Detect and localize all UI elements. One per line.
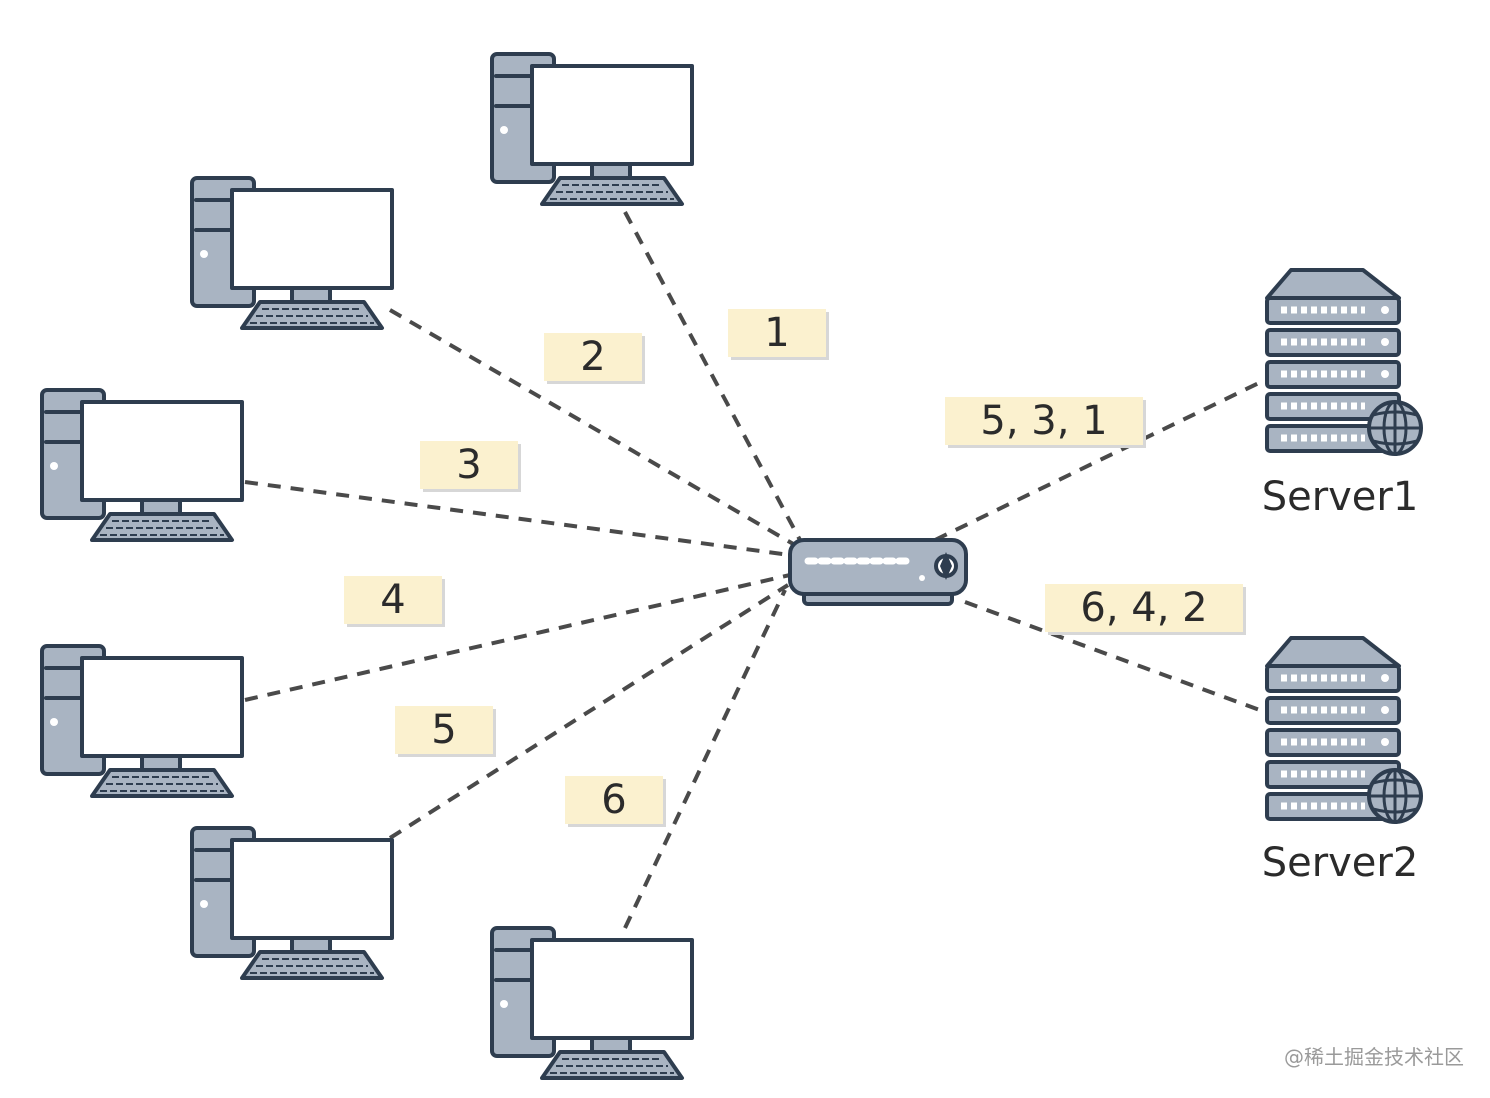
computer-left-icon: [40, 388, 244, 542]
link-line-server2: [964, 600, 1266, 714]
link-line-1: [623, 211, 802, 541]
watermark: @稀土掘金技术社区: [1284, 1045, 1464, 1069]
load-balancer-icon: [788, 538, 968, 606]
link-line-3: [244, 480, 791, 557]
request-tag-6: 6: [565, 776, 666, 827]
svg-text:4: 4: [380, 577, 405, 623]
svg-text:6: 6: [601, 777, 626, 823]
connectors: [244, 211, 1266, 929]
client-computers: [40, 52, 694, 1080]
server1-label: Server1: [1262, 474, 1419, 520]
svg-text:2: 2: [580, 334, 605, 380]
computer-upper-left-icon: [190, 176, 394, 330]
link-line-5: [388, 583, 790, 840]
link-line-4: [244, 573, 791, 702]
request-tag-4: 4: [344, 576, 445, 627]
svg-text:5, 3, 1: 5, 3, 1: [980, 398, 1107, 444]
svg-text:1: 1: [764, 310, 789, 356]
request-tag-3: 3: [420, 441, 521, 492]
link-line-2: [388, 308, 797, 547]
computer-bottom-icon: [490, 926, 694, 1080]
svg-text:3: 3: [456, 442, 481, 488]
request-tag-5: 5: [395, 706, 496, 757]
server1-queue-tag: 5, 3, 1: [945, 397, 1146, 448]
request-tag-2: 2: [544, 333, 645, 384]
link-line-6: [623, 589, 787, 929]
server2-icon: [1267, 638, 1421, 822]
request-tag-1: 1: [728, 309, 829, 360]
server1-icon: [1267, 270, 1421, 454]
svg-text:6, 4, 2: 6, 4, 2: [1080, 585, 1207, 631]
server2-queue-tag: 6, 4, 2: [1045, 584, 1246, 635]
request-tags: 1 2 3 4 5 6 5, 3, 1: [344, 309, 1246, 827]
computer-lower-left-icon: [40, 644, 244, 798]
svg-text:5: 5: [431, 707, 456, 753]
servers: Server1 Server2: [1262, 270, 1421, 886]
computer-top-icon: [490, 52, 694, 206]
computer-bottom-left-icon: [190, 826, 394, 980]
link-line-server1: [934, 378, 1266, 542]
server2-label: Server2: [1262, 840, 1419, 886]
